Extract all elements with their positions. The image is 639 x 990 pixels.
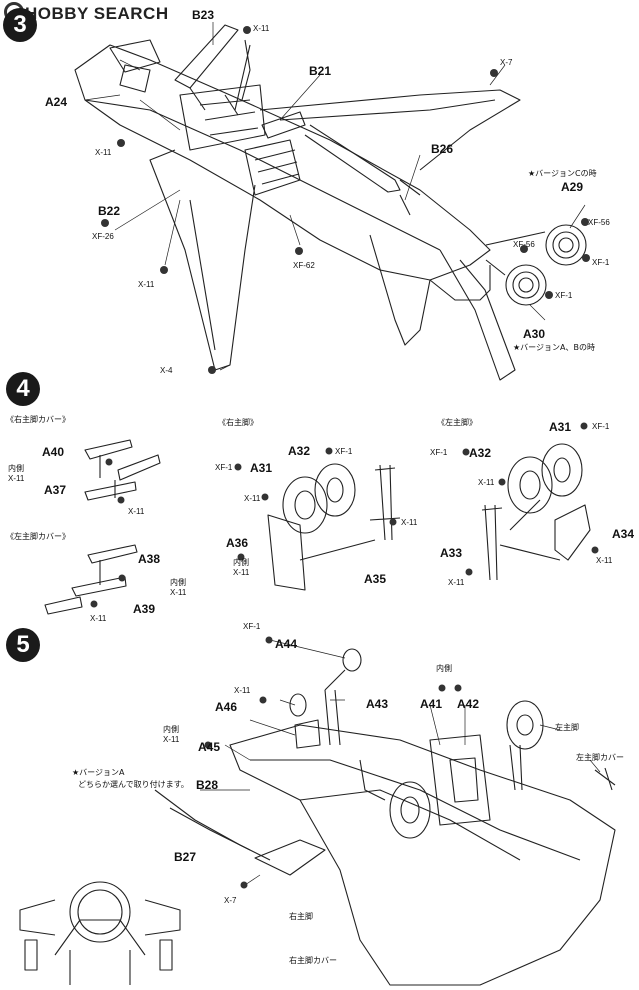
note-version-c: ★バージョンCの時 <box>528 169 597 178</box>
paint-x11-a39: X-11 <box>90 614 107 623</box>
part-a42: A42 <box>457 697 480 711</box>
step-3-badge: 3 <box>3 8 37 42</box>
step5-front-view-drawing <box>19 881 181 985</box>
paint-x11-in2: X-11 <box>170 588 187 597</box>
paint-dots <box>90 26 599 889</box>
step-4-badge: 4 <box>6 372 40 406</box>
paint-x4: X-4 <box>160 366 173 375</box>
part-a31: A31 <box>250 461 273 475</box>
part-a32: A32 <box>288 444 311 458</box>
part-a32-left: A32 <box>469 446 492 460</box>
part-b26: B26 <box>431 142 454 156</box>
paint-x7: X-7 <box>224 896 237 905</box>
step4-right-cover-drawing <box>84 439 161 501</box>
part-a38: A38 <box>138 552 161 566</box>
exhaust-nozzle-drawing <box>485 224 587 306</box>
step5-main-leg-drawing <box>389 700 616 839</box>
paint-x11-in3: X-11 <box>233 568 250 577</box>
paint-x11-r2: X-11 <box>401 518 418 527</box>
paint-inner-a: 内側 <box>163 725 179 734</box>
note-either: どちらか選んで取り付けます。 <box>78 780 189 789</box>
paint-xf1-a: XF-1 <box>592 258 610 267</box>
paint-inner-b: 内側 <box>436 664 452 673</box>
part-b21: B21 <box>309 64 332 78</box>
note-left-cover: 左主脚カバー <box>576 753 624 762</box>
part-a43: A43 <box>366 697 389 711</box>
step5-nose-leg-drawing <box>289 648 362 749</box>
paint-x11-r1: X-11 <box>244 494 261 503</box>
paint-inner-3: 内側 <box>233 558 249 567</box>
paint-xf26: XF-26 <box>92 232 114 241</box>
part-a45: A45 <box>198 740 221 754</box>
paint-x11-a: X-11 <box>234 686 251 695</box>
step3-leaders <box>84 22 586 371</box>
step-5-badge: 5 <box>6 628 40 662</box>
paint-xf1-l1: XF-1 <box>592 422 610 431</box>
part-a46: A46 <box>215 700 238 714</box>
paint-x11-l3: X-11 <box>448 578 465 587</box>
paint-xf56-a: XF-56 <box>588 218 610 227</box>
paint-x11-in1: X-11 <box>8 474 25 483</box>
part-a24: A24 <box>45 95 68 109</box>
step4-left-leg-drawing <box>481 443 591 581</box>
paint-x7: X-7 <box>500 58 513 67</box>
paint-x11-low: X-11 <box>138 280 155 289</box>
step5-fuselage-drawing <box>229 724 616 986</box>
note-right-cover: 右主脚カバー <box>289 956 337 965</box>
paint-x11-a37: X-11 <box>128 507 145 516</box>
paint-xf1-r1: XF-1 <box>335 447 353 456</box>
part-a41: A41 <box>420 697 443 711</box>
part-a34: A34 <box>612 527 635 541</box>
paint-xf62: XF-62 <box>293 261 315 270</box>
part-b27: B27 <box>174 850 197 864</box>
paint-x11-l1: X-11 <box>478 478 495 487</box>
paint-x11-l2: X-11 <box>596 556 613 565</box>
paint-inner-1: 内側 <box>8 464 24 473</box>
part-a36: A36 <box>226 536 249 550</box>
caption-right-cover: 《右主脚カバー》 <box>6 415 70 424</box>
part-a44: A44 <box>275 637 298 651</box>
note-version-ab: ★バージョンA、Bの時 <box>513 343 595 352</box>
paint-xf1: XF-1 <box>243 622 261 631</box>
paint-xf1-b: XF-1 <box>555 291 573 300</box>
part-a39: A39 <box>133 602 156 616</box>
step5-leaders <box>200 639 601 886</box>
caption-right-leg: 《右主脚》 <box>218 418 258 427</box>
note-right-leg: 右主脚 <box>289 912 313 921</box>
note-left-leg: 左主脚 <box>555 723 579 732</box>
paint-x11-left: X-11 <box>95 148 112 157</box>
paint-x11-b: X-11 <box>163 735 180 744</box>
part-b28: B28 <box>196 778 219 792</box>
step4-right-leg-drawing <box>267 463 401 591</box>
step4-left-cover-drawing <box>44 544 138 615</box>
note-version-a: ★バージョンA <box>72 768 125 777</box>
part-a31-left: A31 <box>549 420 572 434</box>
paint-xf56-b: XF-56 <box>513 240 535 249</box>
step3-fuselage-drawing <box>74 39 521 381</box>
b23-canopy-drawing <box>174 24 251 116</box>
part-a40: A40 <box>42 445 65 459</box>
watermark-text: HOBBY SEARCH <box>25 4 169 23</box>
step5-pitot-drawing <box>154 789 326 876</box>
part-a37: A37 <box>44 483 67 497</box>
part-a30: A30 <box>523 327 546 341</box>
caption-left-leg: 《左主脚》 <box>437 418 477 427</box>
part-a29: A29 <box>561 180 584 194</box>
paint-inner-2: 内側 <box>170 578 186 587</box>
paint-xf1-l2: XF-1 <box>430 448 448 457</box>
paint-xf1-r2: XF-1 <box>215 463 233 472</box>
part-a35: A35 <box>364 572 387 586</box>
part-b23: B23 <box>192 8 215 22</box>
caption-left-cover: 《左主脚カバー》 <box>6 532 70 541</box>
part-a33: A33 <box>440 546 463 560</box>
part-b22: B22 <box>98 204 121 218</box>
paint-x11-top: X-11 <box>253 24 270 33</box>
